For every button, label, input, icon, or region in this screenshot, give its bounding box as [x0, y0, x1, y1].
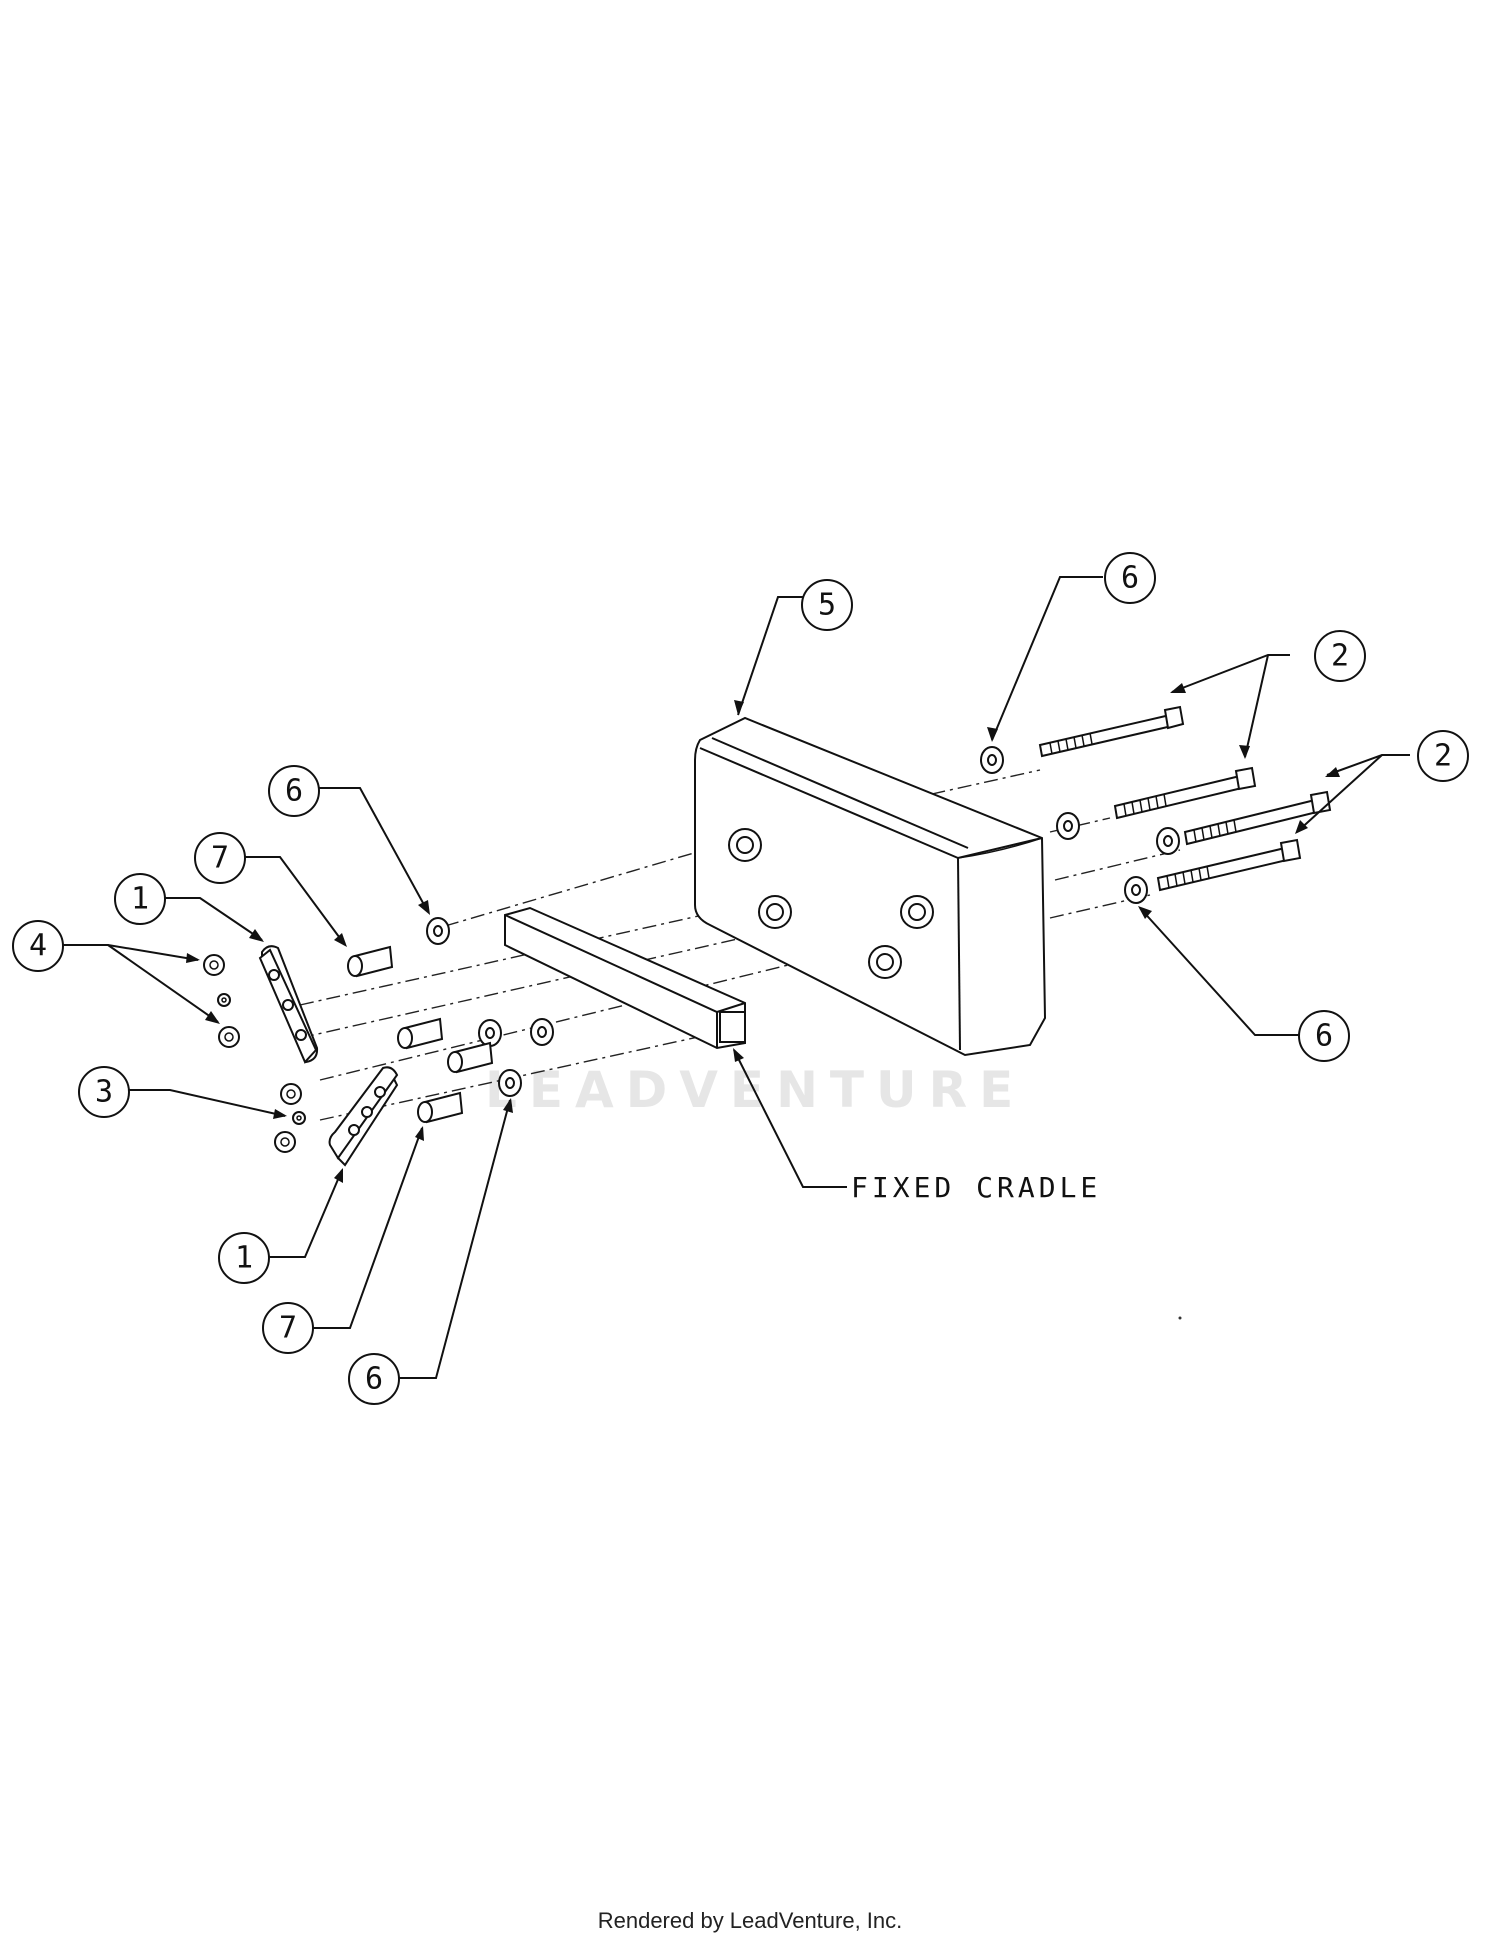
fixed-cradle-tube: [504, 906, 746, 1050]
weight-block: [694, 716, 1047, 1057]
callout-6-right: 6: [1298, 1010, 1350, 1062]
screw: [292, 1111, 306, 1125]
nut: [274, 1131, 296, 1153]
callout-6-top-right: 6: [1104, 552, 1156, 604]
callout-6-number: 6: [1315, 1019, 1333, 1054]
callout-3-number: 3: [95, 1075, 113, 1110]
spacer: [417, 1091, 464, 1124]
bolt: [1183, 790, 1332, 846]
callout-2-top: 2: [1314, 630, 1366, 682]
washer: [980, 746, 1004, 774]
bolt: [1113, 766, 1257, 820]
spacer: [447, 1041, 494, 1074]
callout-4: 4: [12, 920, 64, 972]
callout-6-number: 6: [365, 1362, 383, 1397]
watermark-text: LEADVENTURE: [485, 1061, 1025, 1119]
callout-1-number: 1: [131, 882, 149, 917]
callout-7-number: 7: [279, 1311, 297, 1346]
bolt: [1038, 705, 1185, 758]
fixed-cradle-label: FIXED CRADLE: [851, 1171, 1101, 1204]
link-plate: [328, 1066, 399, 1167]
block-boss: [728, 828, 762, 862]
link-plate: [258, 945, 319, 1064]
callout-2-right: 2: [1417, 730, 1469, 782]
callout-6-bottom: 6: [348, 1353, 400, 1405]
callout-3: 3: [78, 1066, 130, 1118]
callout-6-number: 6: [1121, 561, 1139, 596]
leader-lines: [62, 576, 1410, 1379]
callout-5: 5: [801, 579, 853, 631]
spacer: [397, 1017, 444, 1050]
washer: [530, 1018, 554, 1046]
nut: [203, 954, 225, 976]
block-boss: [900, 895, 934, 929]
callout-7-bottom: 7: [262, 1302, 314, 1354]
washer: [426, 917, 450, 945]
screw: [217, 993, 231, 1007]
callout-1-bottom: 1: [218, 1232, 270, 1284]
callout-1-top: 1: [114, 873, 166, 925]
callout-2-number: 2: [1434, 739, 1452, 774]
washer: [478, 1019, 502, 1047]
callout-6-number: 6: [285, 774, 303, 809]
washer: [1156, 827, 1180, 855]
spacer: [347, 945, 394, 978]
bolt: [1156, 838, 1302, 892]
callout-7-number: 7: [211, 841, 229, 876]
block-boss: [868, 945, 902, 979]
nut: [280, 1083, 302, 1105]
callout-6-left-top: 6: [268, 765, 320, 817]
washer: [1124, 876, 1148, 904]
nut: [218, 1026, 240, 1048]
callout-4-number: 4: [29, 929, 47, 964]
callout-2-number: 2: [1331, 639, 1349, 674]
callout-7-top: 7: [194, 832, 246, 884]
washer: [498, 1069, 522, 1097]
stray-dot: [1178, 1316, 1182, 1320]
footer-credit: Rendered by LeadVenture, Inc.: [597, 1908, 903, 1933]
callout-5-number: 5: [818, 588, 836, 623]
callout-1-number: 1: [235, 1241, 253, 1276]
block-boss: [758, 895, 792, 929]
washer: [1056, 812, 1080, 840]
